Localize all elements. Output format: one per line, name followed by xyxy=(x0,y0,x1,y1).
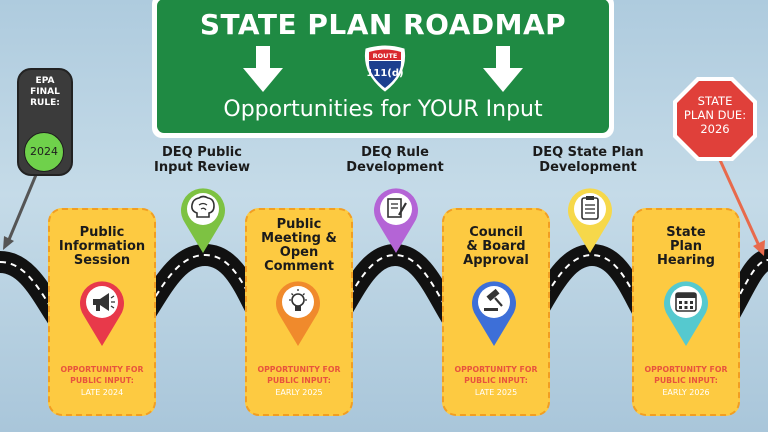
card-date: LATE 2025 xyxy=(474,388,518,397)
calendar-icon xyxy=(664,281,708,346)
octagon-icon xyxy=(673,77,757,161)
card-date: LATE 2024 xyxy=(80,388,124,397)
card-title-line: Meeting & xyxy=(261,231,337,246)
stop-label-line: STATE xyxy=(697,94,733,108)
document-edit-icon xyxy=(374,188,418,253)
clipboard-checklist-icon xyxy=(568,188,612,253)
down-arrow-icon xyxy=(483,46,523,92)
sign-subtitle: Opportunities for YOUR Input xyxy=(223,97,543,122)
sign-title: STATE PLAN ROADMAP xyxy=(199,8,567,41)
card-opportunity-line: OPPORTUNITY FOR xyxy=(644,365,728,374)
card-title: State Plan Hearing xyxy=(634,226,738,268)
card-opportunity-line: OPPORTUNITY FOR xyxy=(454,365,538,374)
card-title-line: State xyxy=(666,225,706,240)
stage-label-line: DEQ Public xyxy=(162,145,242,160)
card-title-line: & Board xyxy=(466,239,526,254)
card-opportunity-text: OPPORTUNITY FOR PUBLIC INPUT: xyxy=(444,364,548,386)
card-title-line: Open xyxy=(279,245,319,260)
card-opportunity-line: PUBLIC INPUT: xyxy=(464,376,528,385)
card-date: EARLY 2025 xyxy=(275,388,323,397)
stop-sign-year: 2026 xyxy=(700,122,730,136)
stage-label-rule-development: DEQ Rule Development xyxy=(325,145,465,175)
card-title: Public Information Session xyxy=(50,226,154,268)
card-opportunity-line: OPPORTUNITY FOR xyxy=(257,365,341,374)
light-label-line: RULE: xyxy=(30,98,60,108)
card-opportunity-line: PUBLIC INPUT: xyxy=(654,376,718,385)
card-title: Council & Board Approval xyxy=(444,226,548,268)
stage-label-line: DEQ Rule xyxy=(361,145,429,160)
stop-sign: STATE PLAN DUE: 2026 xyxy=(672,76,758,162)
light-label-line: EPA xyxy=(35,76,55,86)
card-title-line: Public xyxy=(79,225,125,240)
traffic-light-year: 2024 xyxy=(30,145,58,158)
card-title-line: Information xyxy=(58,239,146,254)
stage-label-public-input-review: DEQ Public Input Review xyxy=(132,145,272,175)
card-date: EARLY 2026 xyxy=(662,388,710,397)
card-opportunity-line: PUBLIC INPUT: xyxy=(70,376,134,385)
card-opportunity-line: OPPORTUNITY FOR xyxy=(60,365,144,374)
traffic-light-label: EPA FINAL RULE: xyxy=(19,76,71,109)
brain-icon xyxy=(181,188,225,253)
card-opportunity-text: OPPORTUNITY FOR PUBLIC INPUT: xyxy=(247,364,351,386)
stage-label-line: Development xyxy=(346,160,444,175)
card-opportunity-line: PUBLIC INPUT: xyxy=(267,376,331,385)
sign-panel: STATE PLAN ROADMAP ROUTE 111(d) Opportun… xyxy=(157,0,609,133)
megaphone-icon xyxy=(80,281,124,346)
lightbulb-icon xyxy=(276,281,320,346)
stop-sign-label: STATE PLAN DUE: 2026 xyxy=(672,94,758,136)
down-arrow-icon xyxy=(243,46,283,92)
shield-route-text: ROUTE xyxy=(373,52,398,60)
stop-label-line: PLAN DUE: xyxy=(683,108,747,122)
card-title: Public Meeting & Open Comment xyxy=(247,218,351,274)
shield-number-text: 111(d) xyxy=(366,68,403,79)
card-title-line: Hearing xyxy=(657,253,715,268)
card-title-line: Council xyxy=(469,225,523,240)
roadmap-sign: STATE PLAN ROADMAP ROUTE 111(d) Opportun… xyxy=(152,0,614,138)
card-title-line: Comment xyxy=(264,259,334,274)
stage-card-public-meeting-open-comment: Public Meeting & Open Comment OPPORTUNIT… xyxy=(245,208,353,416)
card-title-line: Public xyxy=(276,217,322,232)
stage-card-council-board-approval: Council & Board Approval OPPORTUNITY FOR… xyxy=(442,208,550,416)
green-light: 2024 xyxy=(24,132,64,172)
card-title-line: Plan xyxy=(669,239,702,254)
stage-label-line: Input Review xyxy=(154,160,250,175)
traffic-light: EPA FINAL RULE: 2024 xyxy=(17,68,73,176)
stage-label-state-plan-development: DEQ State Plan Development xyxy=(518,145,658,175)
route-shield-icon: ROUTE 111(d) xyxy=(364,45,406,92)
card-title-line: Session xyxy=(73,253,131,268)
stage-label-line: Development xyxy=(539,160,637,175)
card-opportunity-text: OPPORTUNITY FOR PUBLIC INPUT: xyxy=(634,364,738,386)
light-label-line: FINAL xyxy=(30,87,60,97)
card-opportunity-text: OPPORTUNITY FOR PUBLIC INPUT: xyxy=(50,364,154,386)
gavel-icon xyxy=(472,281,516,346)
card-title-line: Approval xyxy=(463,253,529,268)
stage-label-line: DEQ State Plan xyxy=(532,145,644,160)
